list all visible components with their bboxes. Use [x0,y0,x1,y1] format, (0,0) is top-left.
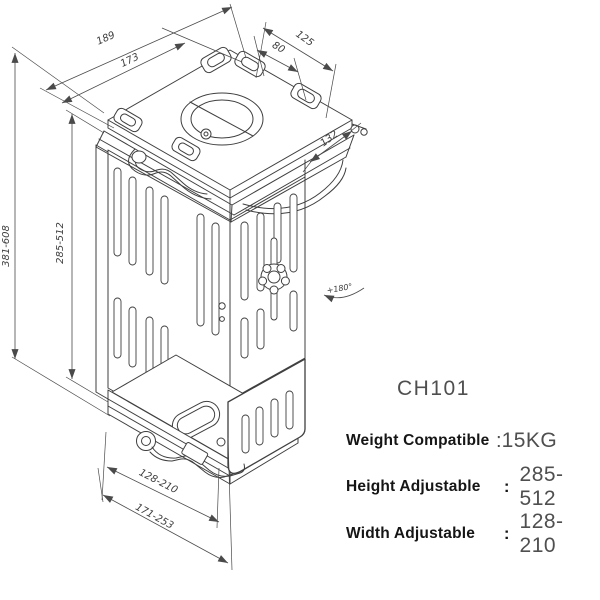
dim-line-173 [61,42,186,104]
spec-colon: : [496,429,502,452]
clamp-arm [242,123,368,215]
dim-line-132 [309,130,353,163]
spec-value-width: 128-210 [519,510,564,557]
spec-colon: : [503,477,510,496]
dimension-lines [11,6,353,564]
spec-label-height: Height Adjustable [346,478,481,495]
dim-label-overall-height: 381-608 [1,225,12,267]
clamp-handle-top [128,148,212,200]
lower-slide-panel [227,358,306,475]
grommet-hole [180,92,264,146]
dim-line-80 [256,49,299,73]
mounting-tab [171,136,201,162]
spec-row-weight: Weight Compatible : 15KG [346,427,557,455]
vent-slots-left [113,167,226,385]
dim-line-171-253 [102,494,229,564]
spec-label-weight: Weight Compatible [346,432,490,449]
rotation-arrow [323,287,365,303]
vent-slots-right [240,193,298,359]
dim-line-125 [262,27,334,72]
spec-value-height: 285-512 [519,463,564,510]
dim-label-top-width-outer: 189 [95,30,117,48]
clamp-lever-bottom [136,431,245,478]
dim-line-128-210 [106,466,220,523]
mounting-tab [290,82,322,110]
spec-row-width: Width Adjustable : 128-210 [346,510,600,557]
dim-label-top-depth-inner: 80 [270,40,287,56]
spec-colon: : [503,524,510,543]
spec-value-weight: 15KG [501,429,558,452]
dim-label-top-width-inner: 173 [119,52,141,70]
mounting-tab [113,107,143,133]
product-model: CH101 [397,377,470,400]
adjustment-knob [258,237,290,321]
rotation-label: +180° [326,282,353,295]
dim-label-inner-height: 285-512 [55,222,66,264]
dim-label-top-depth-outer: 125 [293,29,315,49]
dim-label-outer-width: 171-253 [133,502,175,532]
spec-row-height: Height Adjustable : 285-512 [346,463,600,510]
spec-label-width: Width Adjustable [346,525,476,542]
